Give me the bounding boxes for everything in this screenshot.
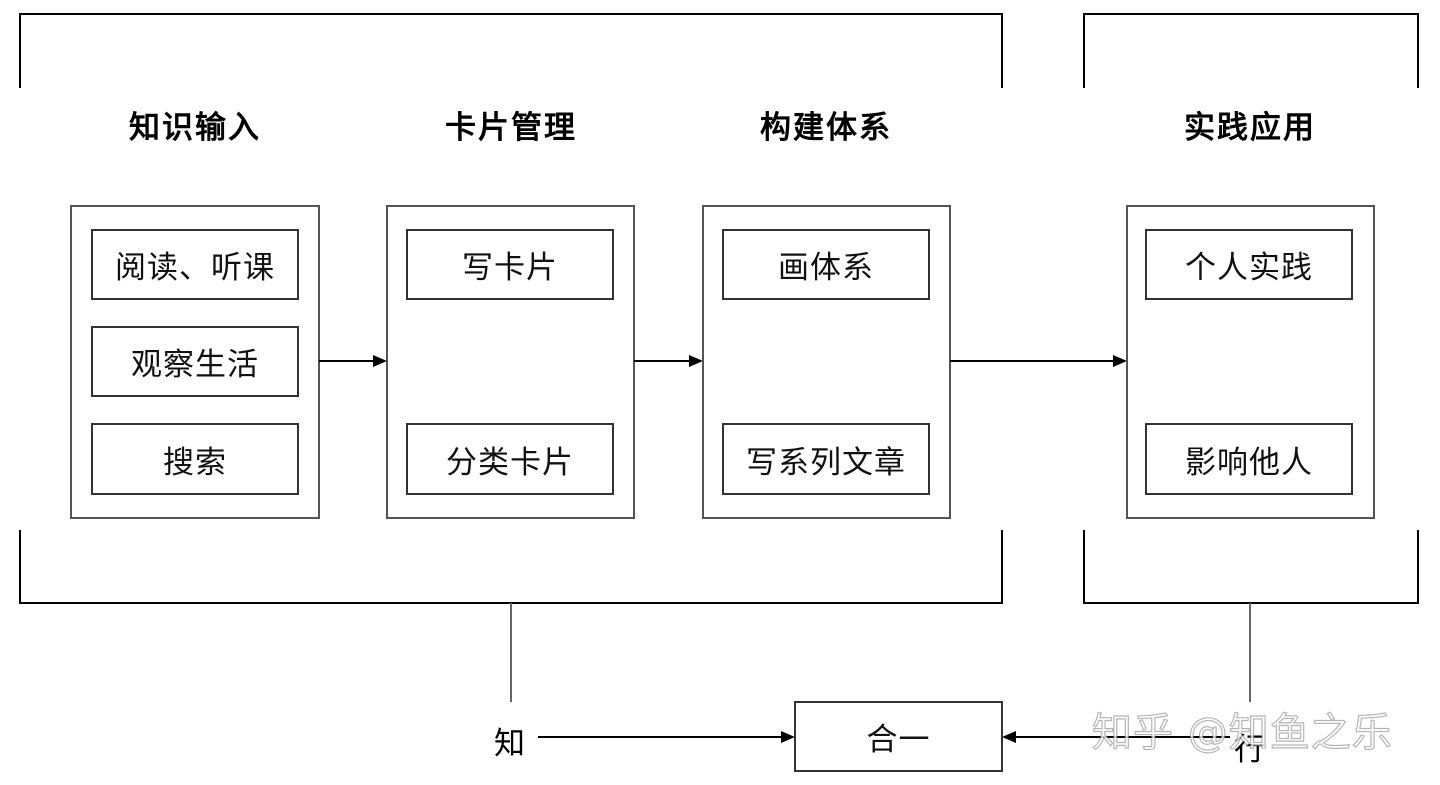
know-group-bracket-bottom [19,530,1003,604]
know-label: 知 [494,726,525,762]
know-input-item-reading: 阅读、听课 [115,250,275,286]
know-input-item-search: 搜索 [163,444,227,481]
act-label: 行 [1234,732,1265,768]
act-group-bracket-bottom [1083,530,1419,604]
item-box [91,326,299,397]
practice-item-personal: 个人实践 [1185,250,1313,286]
know-group-bracket-top [19,13,1003,88]
unity-label: 合一 [866,722,931,758]
build-system-title: 构建体系 [760,110,892,146]
card-item-classify: 分类卡片 [446,444,574,481]
item-box [91,423,299,495]
act-group-bracket-top [1083,13,1419,88]
know-input-item-observe: 观察生活 [131,347,259,383]
item-box [722,229,930,300]
item-box [91,229,299,300]
practice-box [1126,205,1375,519]
practice-title: 实践应用 [1184,110,1316,146]
system-item-articles: 写系列文章 [746,444,906,481]
watermark-text: 知乎 @知鱼之乐 [1091,709,1393,756]
item-box [406,423,614,495]
item-box [1145,423,1353,495]
card-item-write: 写卡片 [462,250,558,286]
item-box [1145,229,1353,300]
system-item-draw: 画体系 [778,250,874,286]
item-box [406,229,614,300]
card-management-title: 卡片管理 [445,110,577,146]
know-input-title: 知识输入 [129,110,261,146]
item-box [722,423,930,495]
practice-item-influence: 影响他人 [1185,444,1313,481]
